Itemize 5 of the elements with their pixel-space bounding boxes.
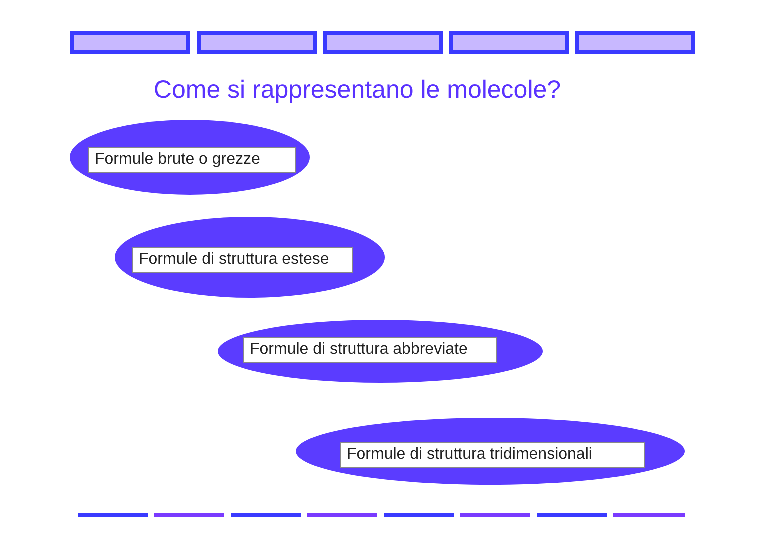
text-label: Formule di struttura estese	[132, 247, 353, 273]
slide-title: Come si rappresentano le molecole?	[152, 76, 562, 105]
text-label: Formule di struttura abbreviate	[243, 337, 497, 363]
text-label: Formule brute o grezze	[88, 147, 296, 173]
text-label: Formule di struttura tridimensionali	[340, 442, 645, 468]
